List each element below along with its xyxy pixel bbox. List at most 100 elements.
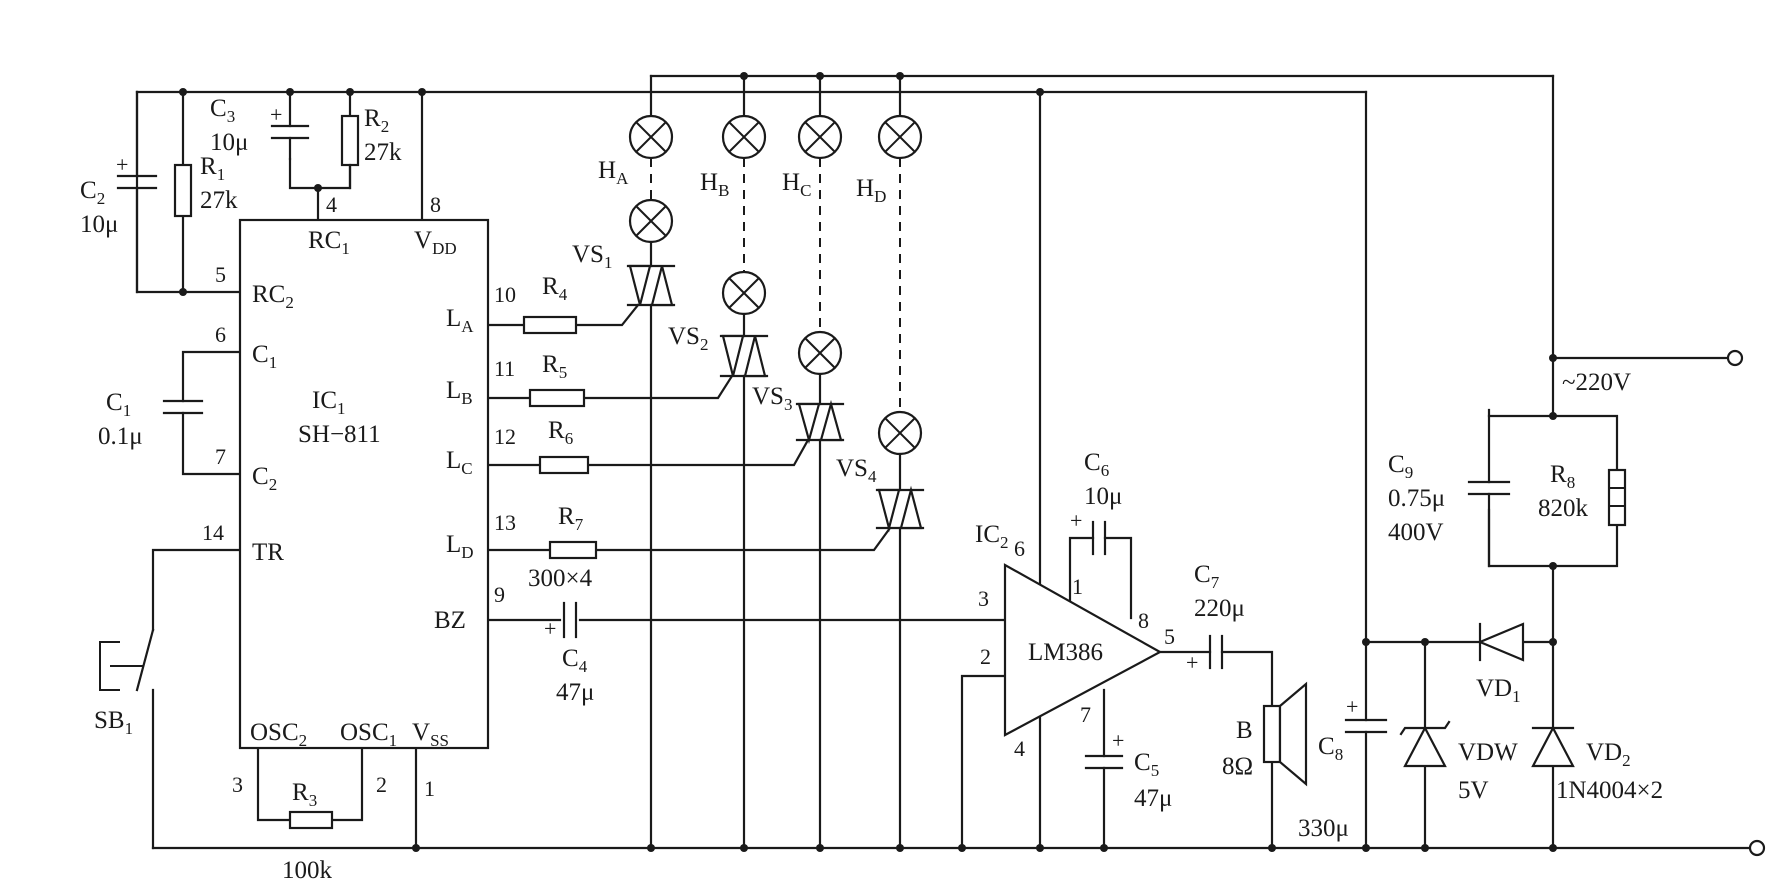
ic1-body	[238, 218, 490, 750]
junction-dot	[958, 844, 966, 852]
junction-dot	[896, 72, 904, 80]
resistor-r4: R4	[522, 273, 578, 335]
ld-wire-2	[594, 526, 892, 552]
pin-rc2-label: RC2	[252, 281, 294, 312]
pin-lb-num: 11	[494, 356, 515, 381]
junction-dot	[1362, 638, 1370, 646]
r7-ref: R7	[558, 503, 584, 534]
capacitor-c2: + C2 10μ	[80, 152, 158, 294]
junction-dot	[816, 844, 824, 852]
diode-icon	[1531, 725, 1575, 768]
resistor-r6: R6	[538, 417, 590, 475]
c9-value: 0.75μ	[1388, 485, 1445, 512]
lamp-cross	[884, 417, 916, 449]
c7-polarity: +	[1186, 650, 1198, 675]
c5-ref: C5	[1134, 749, 1159, 780]
resistor-body	[548, 540, 598, 560]
ic1-sh811: IC1 SH−811 4 RC1 8 VDD 5 RC2 6 C1 7 C2 1…	[202, 192, 516, 801]
capacitor-c3: + C3 10μ	[210, 95, 310, 161]
lamp-hb: HB	[700, 114, 767, 338]
capacitor-c6: + C6 10μ	[1070, 449, 1122, 556]
pin-rc1-label: RC1	[308, 227, 350, 258]
c1-top-wire	[181, 350, 242, 403]
junction-dot	[346, 88, 354, 96]
lamp-cross	[728, 121, 760, 153]
amp-in2	[960, 674, 1007, 850]
triac-vs2: VS2	[668, 323, 769, 378]
diode-icon	[1477, 622, 1525, 662]
resistor-r5: R5	[528, 351, 586, 408]
junction-dot	[647, 844, 655, 852]
pin-osc1-num: 2	[376, 772, 387, 797]
speaker-value: 8Ω	[1222, 753, 1253, 780]
r6-ref: R6	[548, 417, 573, 448]
junction-dot	[1549, 562, 1557, 570]
c4-value: 47μ	[556, 679, 594, 706]
ic2-pin8: 8	[1138, 608, 1149, 633]
speaker-b: B 8Ω	[1222, 681, 1308, 787]
pin-vdd-label: VDD	[414, 227, 457, 258]
lamp-cross	[804, 337, 836, 369]
ac-terminal-bottom	[1748, 839, 1766, 857]
hc-ref: HC	[782, 169, 811, 200]
ic2-lm386: LM386 IC2 6 1 8 3 2 5 7 4	[975, 521, 1175, 761]
capacitor-c9: C9 0.75μ 400V	[1388, 451, 1511, 546]
resistor-body	[522, 315, 578, 335]
r3-value: 100k	[282, 857, 333, 881]
r1-ref: R1	[200, 153, 225, 184]
r2-value: 27k	[364, 139, 402, 166]
capacitor-c8: + C8 330μ	[1298, 694, 1388, 842]
zener-bar	[1399, 720, 1451, 736]
diode-vd2: VD2 1N4004×2	[1531, 725, 1663, 804]
pin-la-label: LA	[446, 305, 474, 336]
triac-icon	[819, 399, 843, 442]
junction-dot	[1362, 844, 1370, 852]
triac-icon	[650, 265, 674, 307]
speaker-ref: B	[1236, 717, 1253, 744]
resistor-r8: R8 820k	[1538, 461, 1627, 527]
pin-bz-num: 9	[494, 582, 505, 607]
c6-ref: C6	[1084, 449, 1109, 480]
zener-diode-icon	[1403, 725, 1447, 768]
junction-dot	[1036, 844, 1044, 852]
triac-vs1: VS1	[572, 241, 676, 307]
vd2-value: 1N4004×2	[1556, 777, 1663, 804]
c5-polarity: +	[1112, 728, 1124, 753]
r7-value: 300×4	[528, 565, 593, 592]
resistor-body	[528, 388, 586, 408]
c4-ref: C4	[562, 645, 588, 676]
pin-lb-label: LB	[446, 377, 473, 408]
amplifier-icon	[1003, 563, 1163, 737]
triac-icon	[899, 485, 923, 530]
r8-value: 820k	[1538, 495, 1589, 522]
switch-sb1: SB1	[94, 628, 155, 738]
pin-vss-label: VSS	[412, 719, 449, 750]
triac-icon	[721, 334, 745, 377]
speaker-cone-icon	[1278, 681, 1308, 787]
ic1-ref: IC1	[312, 387, 346, 418]
hd-ref: HD	[856, 175, 886, 206]
supply-label: ~220V	[1562, 369, 1631, 396]
junction-dot	[412, 844, 420, 852]
triac-icon	[877, 488, 901, 533]
vdw-value: 5V	[1458, 777, 1489, 804]
c6-wire	[1068, 536, 1095, 610]
pin-c1-num: 6	[215, 322, 226, 347]
c7-to-speaker	[1220, 650, 1274, 708]
pin-la-num: 10	[494, 282, 516, 307]
speaker-icon	[1262, 704, 1282, 764]
vs4-ref: VS4	[836, 455, 877, 486]
la-wire-2	[574, 303, 640, 327]
c1-value: 0.1μ	[98, 423, 143, 450]
lamp-cross	[884, 121, 916, 153]
vs2-ref: VS2	[668, 323, 708, 354]
junction-dot	[1549, 844, 1557, 852]
diode-vd1: VD1	[1476, 622, 1525, 706]
triac-vs4: VS4	[836, 455, 925, 533]
resistor-body	[288, 810, 334, 830]
pin-ld-num: 13	[494, 510, 516, 535]
vdw-ref: VDW	[1458, 739, 1518, 766]
r3-ref: R3	[292, 779, 317, 810]
junction-dot	[179, 288, 187, 296]
